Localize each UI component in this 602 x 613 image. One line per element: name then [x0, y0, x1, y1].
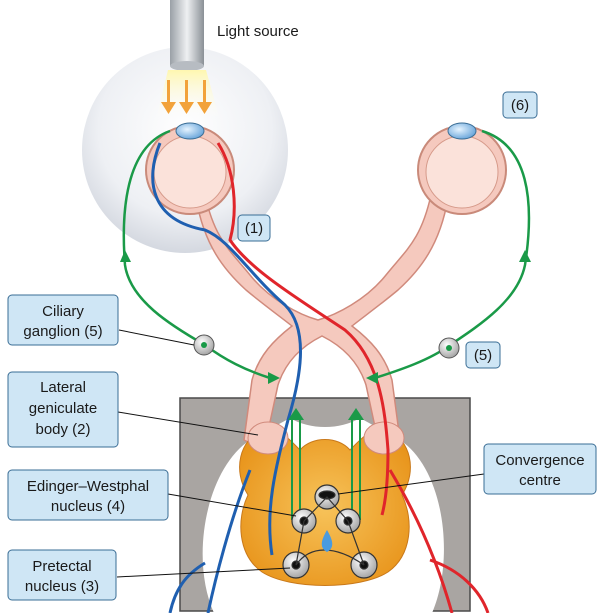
label-pretectal-nucleus: Pretectal nucleus (3): [8, 550, 116, 600]
light-source-label: Light source: [217, 23, 299, 40]
svg-text:(1): (1): [245, 220, 263, 237]
svg-text:nucleus (4): nucleus (4): [51, 498, 125, 515]
svg-text:(5): (5): [474, 347, 492, 364]
svg-text:(6): (6): [511, 97, 529, 114]
svg-text:Ciliary: Ciliary: [42, 303, 84, 320]
svg-text:geniculate: geniculate: [29, 400, 97, 417]
label-one: (1): [238, 215, 270, 241]
svg-text:Lateral: Lateral: [40, 379, 86, 396]
svg-text:centre: centre: [519, 472, 561, 489]
label-edinger-westphal-nucleus: Edinger–Westphal nucleus (4): [8, 470, 168, 520]
label-convergence-centre: Convergence centre: [484, 444, 596, 494]
svg-text:Edinger–Westphal: Edinger–Westphal: [27, 478, 149, 495]
label-ciliary-ganglion: Ciliary ganglion (5): [8, 295, 118, 345]
svg-text:Pretectal: Pretectal: [32, 558, 91, 575]
svg-text:Convergence: Convergence: [495, 452, 584, 469]
svg-text:body (2): body (2): [35, 421, 90, 438]
label-five: (5): [466, 342, 500, 368]
svg-text:ganglion (5): ganglion (5): [23, 323, 102, 340]
label-six: (6): [503, 92, 537, 118]
svg-text:nucleus (3): nucleus (3): [25, 578, 99, 595]
lateral-geniculate-body-right: [364, 422, 404, 454]
label-lateral-geniculate-body: Lateral geniculate body (2): [8, 372, 118, 447]
